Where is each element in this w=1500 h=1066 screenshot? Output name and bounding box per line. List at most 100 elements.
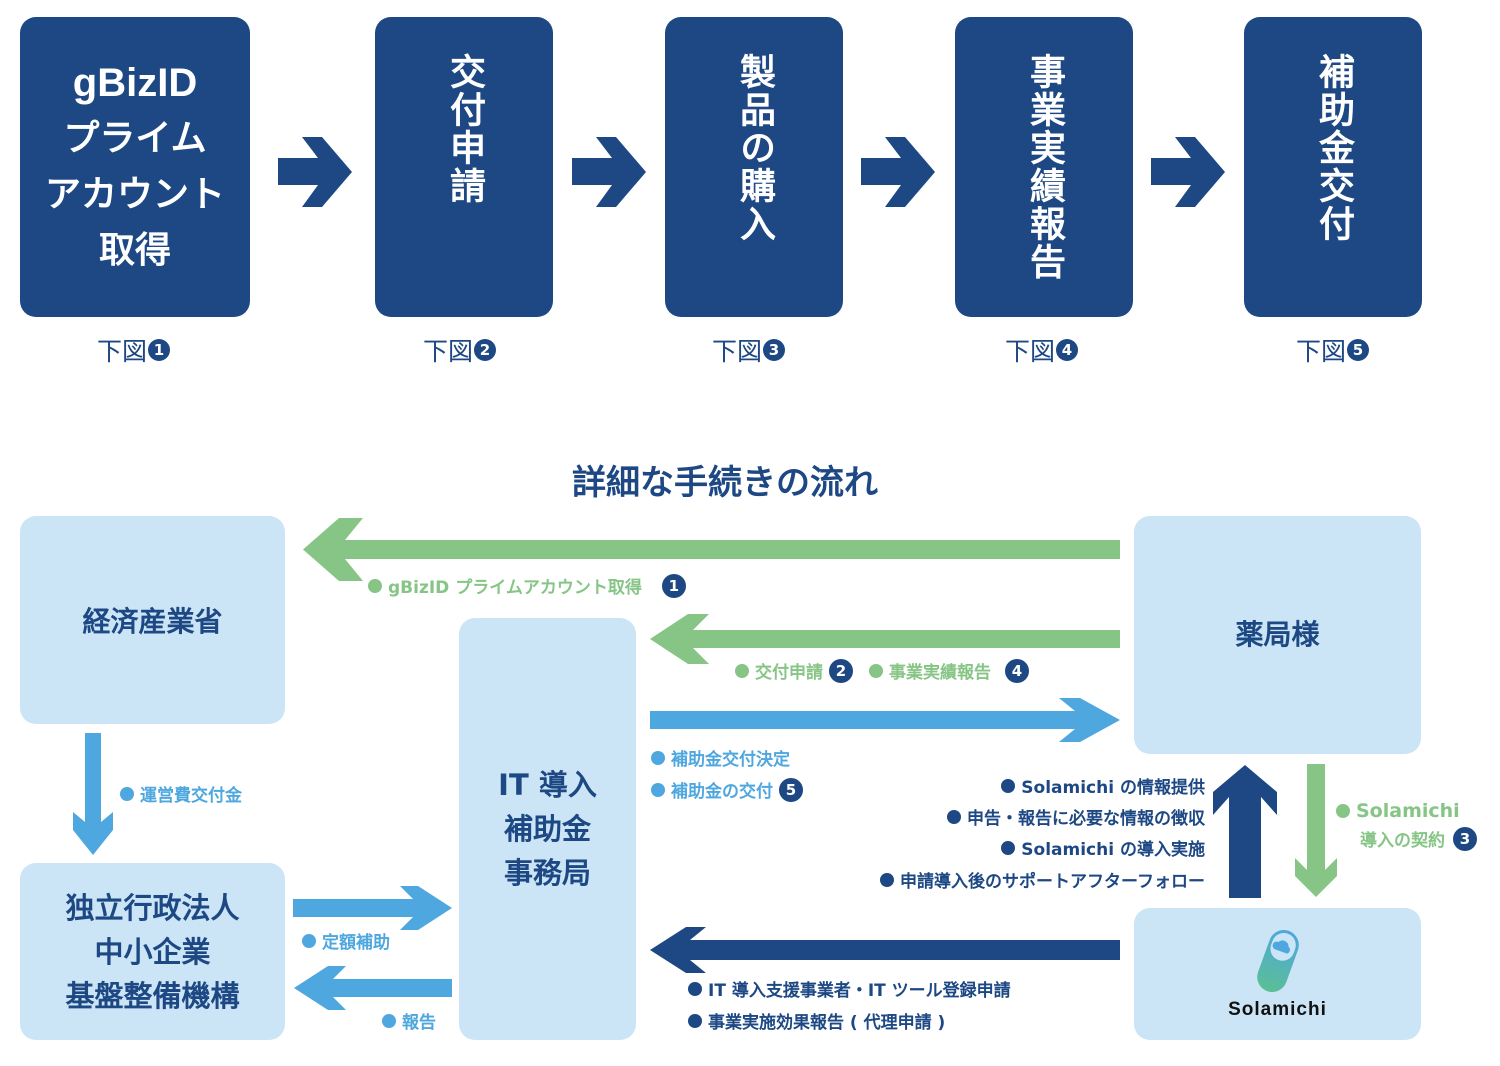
edge-label: Solamichi の情報提供	[1021, 778, 1205, 798]
bullet-dot	[880, 872, 895, 887]
label-fixed-subsidy: 定額補助	[302, 928, 390, 953]
edge-label: 運営費交付金	[140, 786, 242, 806]
arrow-it-to-pharmacy	[650, 698, 1120, 742]
edge-label: 補助金交付決定	[671, 750, 790, 770]
step-label: 交付申請	[444, 53, 485, 205]
ref-text: 下図	[712, 337, 763, 366]
step-performance-report: 事業実績報告	[955, 17, 1133, 317]
node-label: IT 導入	[498, 768, 597, 802]
step-label: アカウント	[44, 174, 225, 215]
label-operating-grant: 運営費交付金	[120, 781, 242, 806]
edge-label: 報告	[402, 1013, 436, 1033]
chevron-right-icon	[861, 137, 935, 207]
node-label: 事務局	[503, 856, 591, 890]
edge-label: 申請導入後のサポートアフターフォロー	[900, 872, 1205, 892]
arrow-pharmacy-to-meti	[303, 518, 1120, 581]
node-label: 基盤整備機構	[65, 978, 240, 1013]
node-label: 独立行政法人	[65, 890, 240, 925]
edge-label: 定額補助	[322, 933, 390, 953]
node-solamichi: Solamichi	[1134, 908, 1421, 1040]
edge-label: 導入の契約	[1360, 831, 1445, 851]
label-subsidy-decision: 補助金交付決定	[651, 745, 790, 770]
label-solamichi-implementation: Solamichi の導入実施	[1001, 835, 1205, 860]
label-after-support: 申請導入後のサポートアフターフォロー	[880, 867, 1205, 892]
edge-label: IT 導入支援事業者・IT ツール登録申請	[708, 981, 1011, 1001]
chevron-right-icon	[278, 137, 352, 207]
edge-label: Solamichi の導入実施	[1021, 840, 1205, 860]
arrow-solamichi-to-it	[650, 927, 1120, 973]
step-label: 補助金交付	[1313, 53, 1354, 243]
node-it-subsidy-office: IT 導入 補助金 事務局	[459, 618, 636, 1040]
label-solamichi-info: Solamichi の情報提供	[1001, 773, 1205, 798]
label-it-vendor-registration: IT 導入支援事業者・IT ツール登録申請	[688, 976, 1011, 1001]
solamichi-wordmark: Solamichi	[1228, 999, 1327, 1020]
ref-number-badge: 5	[1347, 339, 1370, 361]
step-label: gBizID	[72, 61, 198, 105]
arrow-it-to-smrj	[294, 966, 452, 1010]
bullet-dot	[368, 578, 382, 593]
bullet-dot	[302, 933, 316, 948]
bullet-dot	[947, 809, 961, 824]
label-grant-application-and-report: 交付申請 2 事業実績報告 4	[735, 658, 1029, 683]
arrow-meti-to-smrj	[73, 733, 113, 855]
label-line: Solamichi	[1336, 800, 1460, 822]
step-grant-application: 交付申請	[375, 17, 553, 317]
node-label: 補助金	[503, 812, 591, 846]
bullet-dot	[651, 750, 665, 765]
bullet-dot	[688, 981, 702, 996]
edge-label: 交付申請	[755, 663, 823, 683]
solamichi-logo-icon	[1256, 930, 1299, 992]
step-label: 製品の購入	[734, 53, 775, 243]
edge-label: gBizID プライムアカウント取得	[388, 578, 642, 598]
edge-label: 申告・報告に必要な情報の徴収	[967, 809, 1205, 829]
bullet-dot	[688, 1013, 702, 1028]
label-solamichi-contract: Solamichi 導入の契約 3	[1336, 800, 1477, 851]
step-gbizid: gBizID プライム アカウント 取得	[20, 17, 250, 317]
bullet-dot	[382, 1013, 396, 1028]
ref-number-badge: 5	[779, 777, 803, 802]
arrow-pharmacy-to-it	[650, 614, 1120, 664]
node-label: 薬局様	[1235, 618, 1320, 651]
edge-label: Solamichi	[1356, 800, 1460, 822]
node-label: 経済産業省	[82, 605, 223, 638]
bullet-dot	[1001, 840, 1016, 855]
label-info-collection: 申告・報告に必要な情報の徴収	[947, 804, 1205, 829]
bullet-dot	[1336, 804, 1350, 818]
edge-label: 事業実施効果報告 ( 代理申請 )	[708, 1013, 946, 1033]
ref-number-badge: 1	[148, 339, 171, 361]
chevron-right-icon	[1151, 137, 1225, 207]
ref-number-badge: 2	[474, 339, 497, 361]
node-pharmacy: 薬局様	[1134, 516, 1421, 754]
bullet-dot	[869, 663, 883, 678]
ref-number-badge: 4	[1005, 658, 1029, 683]
ref-number-badge: 4	[1056, 339, 1079, 361]
arrow-pharmacy-to-solamichi	[1295, 764, 1337, 897]
node-smrj: 独立行政法人 中小企業 基盤整備機構	[20, 863, 285, 1040]
ref-number-badge: 3	[763, 339, 786, 361]
ref-text: 下図	[423, 337, 474, 366]
ref-number-badge: 1	[661, 573, 686, 598]
label-gbizid-account: gBizID プライムアカウント取得 1	[368, 573, 686, 598]
node-label: 中小企業	[94, 934, 211, 969]
bullet-dot	[651, 782, 665, 797]
bullet-dot	[120, 786, 134, 801]
ref-text: 下図	[1296, 337, 1347, 366]
step-label: 事業実績報告	[1024, 53, 1065, 281]
ref-text: 下図	[1005, 337, 1056, 366]
label-line: 導入の契約 3	[1360, 826, 1477, 851]
node-meti: 経済産業省	[20, 516, 285, 724]
step-label: 取得	[98, 230, 171, 271]
bullet-dot	[1001, 778, 1016, 793]
chevron-right-icon	[572, 137, 646, 207]
arrow-smrj-to-it	[293, 886, 452, 930]
ref-number-badge: 2	[829, 658, 853, 683]
step-subsidy-payment: 補助金交付	[1244, 17, 1422, 317]
flow-title: 詳細な手続きの流れ	[572, 463, 878, 503]
step-product-purchase: 製品の購入	[665, 17, 843, 317]
